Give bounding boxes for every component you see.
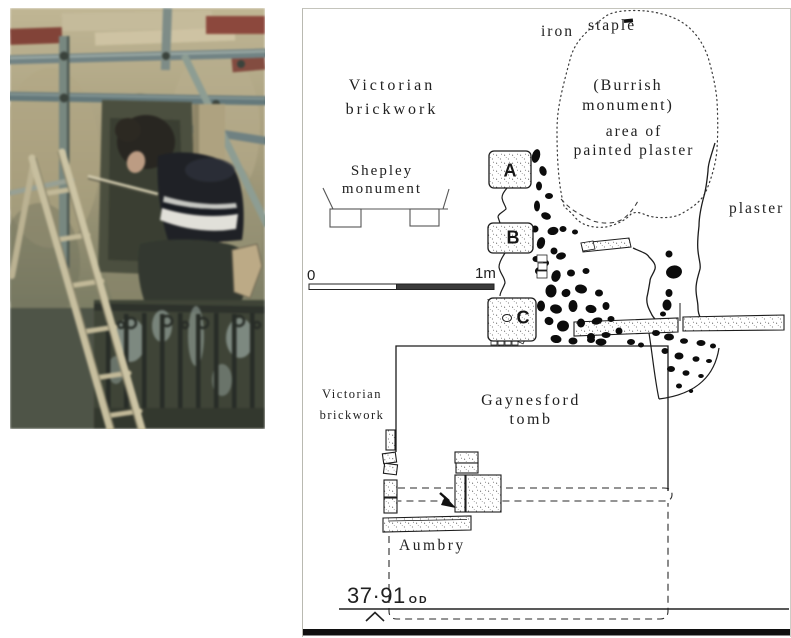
label-gaynesford-tomb: Gaynesford tomb — [481, 392, 581, 428]
trowel-bag — [231, 243, 263, 299]
person-face — [126, 151, 146, 173]
person-legs — [138, 239, 248, 310]
block-b-label: B — [506, 227, 520, 248]
label-aumbry: Aumbry — [399, 537, 466, 554]
datum-suffix: OD — [408, 593, 429, 606]
label-shepley-monument: Shepley monument — [341, 163, 423, 197]
channel-rubble — [660, 250, 682, 317]
label-iron: iron — [541, 23, 574, 40]
scale-1m-label: 1m — [475, 265, 496, 282]
iron-railing — [10, 300, 265, 429]
plaster-edge-left — [632, 247, 660, 324]
stone-blocks — [487, 150, 537, 342]
aumbry-masonry — [381, 429, 502, 533]
plank — [61, 10, 213, 32]
plan-linework — [303, 9, 790, 636]
block-a-shape — [488, 150, 532, 189]
excavation-plan: iron staple Victorian brickwork (Burrish… — [302, 8, 791, 637]
dashed-plaster-limit — [560, 198, 640, 224]
datum-label: 37·91 OD — [347, 585, 429, 607]
rubble-fan-outline — [658, 347, 720, 400]
tomb-outline — [395, 345, 669, 491]
block-b-shape — [487, 222, 534, 254]
label-painted-plaster-area: area of painted plaster — [573, 123, 695, 159]
block-c-label: C — [516, 307, 530, 328]
brickwork-patch — [206, 16, 265, 34]
iron-staple-mark — [623, 18, 634, 24]
dashed-hidden-ledge — [398, 487, 673, 502]
scale-bar — [308, 283, 495, 290]
datum-line — [339, 608, 789, 622]
dashed-hidden-outline — [388, 503, 669, 620]
block-a-label: A — [503, 160, 517, 181]
ladder — [10, 148, 146, 429]
benchmark-arrow — [365, 611, 385, 622]
measuring-stick — [87, 174, 159, 196]
pointer-arrow — [439, 492, 456, 508]
shepley-profile — [322, 187, 450, 228]
label-staple: staple — [587, 17, 637, 34]
label-burrish-monument: (Burrish monument) — [582, 77, 674, 114]
scaffolding-photo — [10, 8, 265, 429]
plaster-edge-right — [695, 142, 716, 320]
label-plaster: plaster — [729, 200, 785, 217]
rubble-stones — [531, 149, 644, 348]
datum-value: 37·91 — [347, 583, 406, 608]
person-recording — [87, 115, 248, 310]
label-victorian-brickwork-upper: Victorian brickwork — [345, 77, 439, 118]
wall-edge — [497, 187, 508, 224]
label-victorian-brickwork-lower: Victorian brickwork — [319, 387, 385, 422]
sweater-stripe — [160, 208, 238, 231]
stone-bar-right — [682, 314, 785, 332]
burrish-outline-dotted — [556, 9, 719, 228]
bottom-border — [303, 629, 790, 636]
scale-zero-label: 0 — [307, 267, 316, 284]
label-iron-staple: iron staple — [541, 18, 636, 40]
photo-art — [10, 8, 265, 429]
rubble-fan — [652, 330, 716, 393]
brickwork-patch — [10, 27, 63, 45]
block-c-shape — [487, 297, 537, 342]
